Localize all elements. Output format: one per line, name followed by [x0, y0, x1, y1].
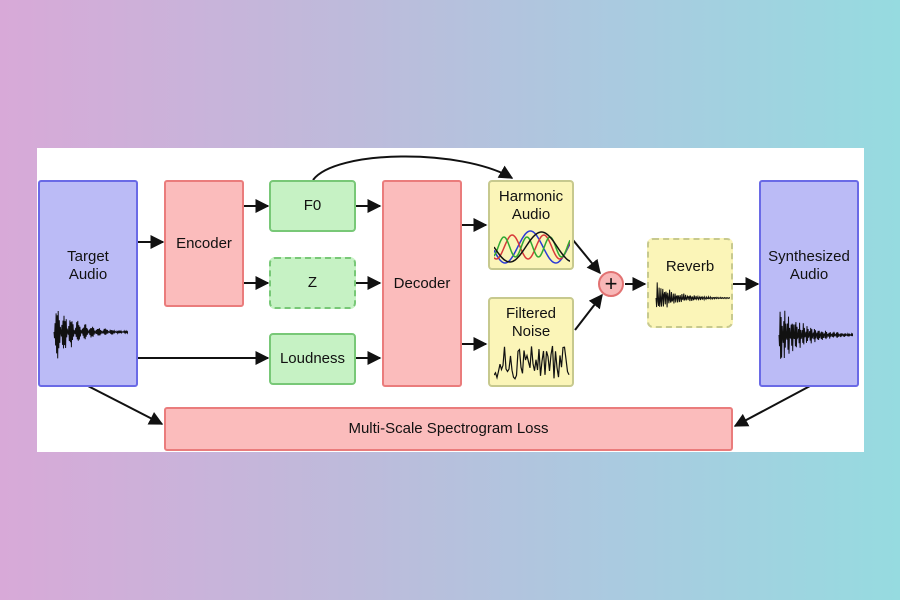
synthesized-audio-box: Synthesized Audio: [759, 180, 859, 387]
reverb-box: Reverb: [647, 238, 733, 328]
harmonic-audio-label: Harmonic Audio: [498, 188, 564, 223]
decoder-label: Decoder: [393, 274, 451, 292]
arrow-noise-to-sum: [574, 293, 603, 331]
loss-box: Multi-Scale Spectrogram Loss: [164, 407, 733, 451]
f0-label: F0: [303, 197, 322, 214]
harmonic-waves-icon: [494, 230, 570, 264]
target-audio-label: Target Audio: [67, 248, 109, 283]
encoder-label: Encoder: [176, 234, 232, 252]
sum-node: +: [598, 271, 624, 297]
harmonic-audio-box: Harmonic Audio: [488, 180, 574, 270]
reverb-decay-icon: [655, 282, 730, 308]
arrow-harmonic-to-sum: [572, 239, 601, 275]
reverb-label: Reverb: [665, 258, 715, 275]
z-label: Z: [307, 274, 318, 291]
encoder-box: Encoder: [164, 180, 244, 307]
synth-waveform-icon: [778, 310, 853, 359]
noise-waveform-icon: [494, 345, 570, 380]
loudness-box: Loudness: [269, 333, 356, 385]
target-waveform-icon: [53, 310, 128, 359]
decoder-box: Decoder: [382, 180, 462, 387]
arrow-target-to-loss: [87, 385, 164, 425]
filtered-noise-box: Filtered Noise: [488, 297, 574, 387]
arrow-synth-to-loss: [733, 385, 811, 427]
loudness-label: Loudness: [279, 350, 346, 367]
target-audio-box: Target Audio: [38, 180, 138, 387]
synthesized-audio-label: Synthesized Audio: [768, 248, 850, 283]
sum-symbol: +: [604, 271, 618, 296]
arrow-f0-to-harmonic: [312, 155, 514, 181]
filtered-noise-label: Filtered Noise: [505, 305, 557, 340]
z-box: Z: [269, 257, 356, 309]
f0-box: F0: [269, 180, 356, 232]
loss-label: Multi-Scale Spectrogram Loss: [348, 420, 549, 437]
